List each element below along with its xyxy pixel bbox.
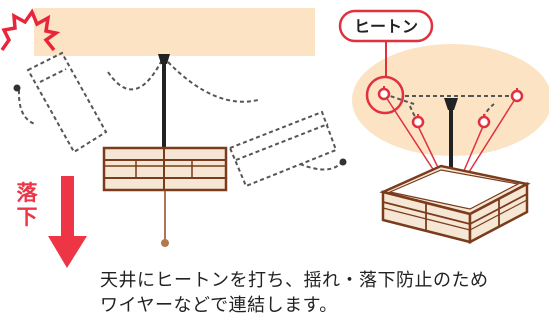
- pendant-rod: [162, 62, 166, 150]
- pull-cord-knob: [161, 239, 169, 247]
- impact-burst-icon: [0, 8, 61, 52]
- swing-cord-end-left: [13, 84, 21, 92]
- pendant-lamp-left: [102, 146, 228, 192]
- heaton-label: ヒートン: [354, 17, 418, 36]
- swing-cord-end-right: [339, 158, 347, 166]
- ceiling-mount: [158, 54, 170, 64]
- pendant-rod-right: [449, 108, 453, 184]
- caption-line-1: 天井にヒートンを打ち、揺れ・落下防止のため: [100, 270, 489, 291]
- caption: 天井にヒートンを打ち、揺れ・落下防止のため ワイヤーなどで連結します。: [100, 268, 540, 318]
- caption-line-2: ワイヤーなどで連結します。: [100, 295, 338, 316]
- swing-outline-left: [17, 51, 163, 154]
- ceiling-mount-right: [444, 98, 458, 110]
- safety-wires: [383, 93, 518, 181]
- fall-arrow-icon: [48, 176, 87, 268]
- heaton-stems: [383, 86, 518, 117]
- fall-label-char2: 下: [17, 205, 38, 229]
- ceiling-panel: [34, 8, 315, 56]
- pendant-lamp-right: [379, 164, 531, 245]
- fall-label-char1: 落: [17, 181, 39, 205]
- heaton-callout-ring: [365, 75, 405, 115]
- swing-outline-right: [167, 61, 343, 188]
